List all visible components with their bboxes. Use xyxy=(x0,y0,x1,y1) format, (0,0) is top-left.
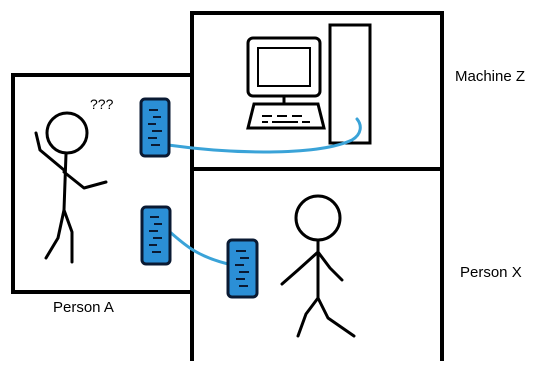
handheld-device-icon xyxy=(228,240,257,297)
machine-z-label: Machine Z xyxy=(455,69,525,84)
stick-figure-icon xyxy=(282,196,354,336)
confusion-label: ??? xyxy=(90,97,113,111)
link-cable xyxy=(170,232,228,264)
machine-z-room xyxy=(192,13,442,169)
person-a-label: Person A xyxy=(53,300,114,315)
handheld-device-icon xyxy=(142,207,170,264)
person-x-label: Person X xyxy=(460,265,522,280)
handheld-device-icon xyxy=(141,99,169,156)
stick-figure-icon xyxy=(36,113,106,262)
desktop-computer-icon xyxy=(248,25,370,143)
